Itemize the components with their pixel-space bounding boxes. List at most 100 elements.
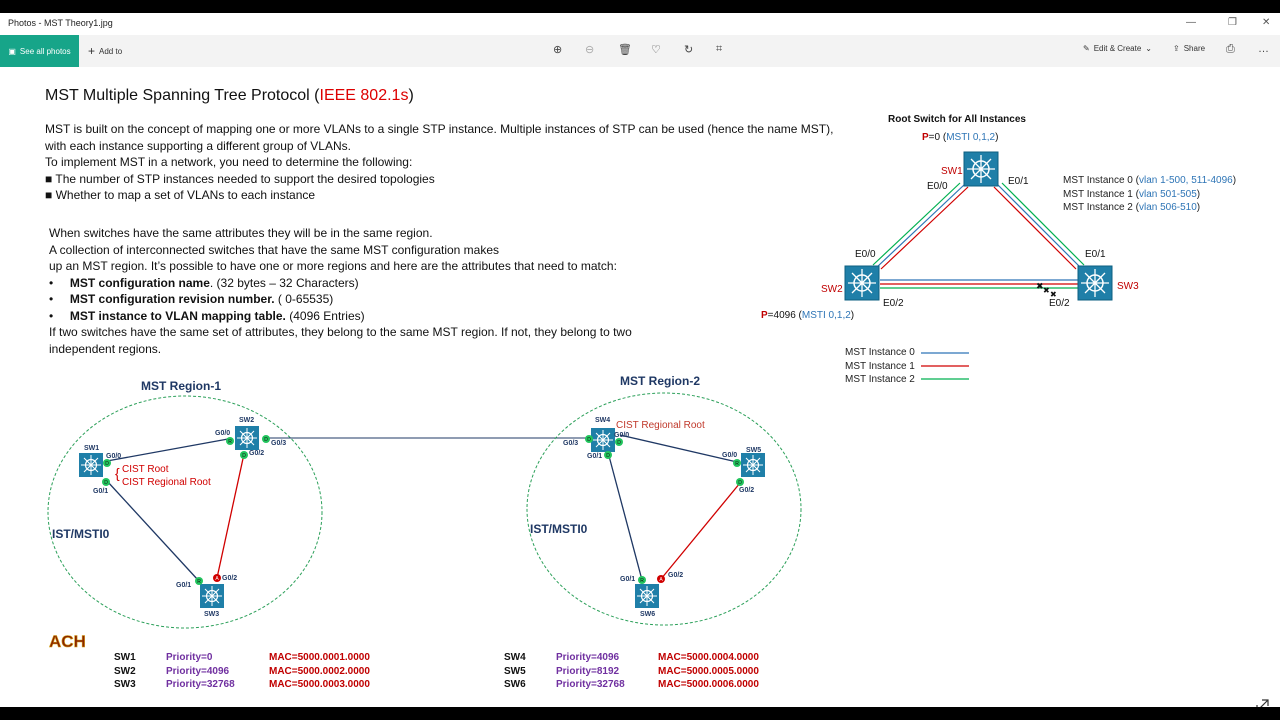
image-viewer: MST Multiple Spanning Tree Protocol (IEE…	[0, 67, 1280, 707]
r2-port-markers: D D D R D R A	[585, 435, 744, 584]
sw3-top-switch-icon	[1077, 265, 1113, 301]
link-r2-sw5-sw6	[660, 482, 741, 580]
see-all-photos-button[interactable]: ▣ See all photos	[0, 35, 79, 67]
svg-text:A: A	[215, 576, 219, 582]
r2-cist-regional-root: CIST Regional Root	[616, 420, 705, 431]
expand-icon[interactable]	[1256, 699, 1269, 707]
svg-text:G0/1: G0/1	[620, 576, 635, 583]
sw1-top-switch-icon	[963, 151, 999, 187]
r2-sw4-label: SW4	[595, 417, 610, 424]
zoom-in-icon[interactable]: ⊕	[553, 44, 563, 56]
photos-icon: ▣	[8, 46, 16, 56]
region-text: When switches have the same attributes t…	[49, 226, 632, 356]
minimize-icon[interactable]: —	[1186, 17, 1196, 28]
r1-sw3-icon	[199, 583, 225, 609]
edit-create-button[interactable]: ✎ Edit & Create ⌄	[1083, 44, 1152, 53]
edit-icon: ✎	[1083, 44, 1090, 53]
r1-sw1-label: SW1	[84, 445, 99, 452]
toolbar: ▣ See all photos + Add to ⊕ ⊖ 🗑 ♡ ↻ ⌗ ✎ …	[0, 35, 1280, 67]
ach-logo: ACH	[49, 632, 86, 651]
sw3-top-label: SW3	[1117, 281, 1139, 292]
title-bar: Photos - MST Theory1.jpg — ❐ ✕	[0, 13, 1280, 35]
port-sw2-e02: E0/2	[883, 298, 904, 309]
svg-text:G0/0: G0/0	[106, 453, 121, 460]
svg-text:G0/0: G0/0	[722, 452, 737, 459]
share-button[interactable]: ⇪ Share	[1173, 44, 1206, 53]
chevron-down-icon: ⌄	[1145, 44, 1152, 53]
intro-text: MST is built on the concept of mapping o…	[45, 122, 834, 202]
svg-text:G0/2: G0/2	[222, 575, 237, 582]
r2-sw5-label: SW5	[746, 447, 761, 454]
link-r1-sw2-sw3	[216, 453, 245, 579]
sw2-top-switch-icon	[844, 265, 880, 301]
link-sw1-sw3	[993, 182, 1085, 270]
topology-heading: Root Switch for All Instances	[888, 114, 1026, 125]
sw2-top-label: SW2	[821, 284, 843, 295]
delete-icon[interactable]: 🗑	[618, 44, 632, 56]
r2-sw6-label: SW6	[640, 611, 655, 618]
svg-text:G0/0: G0/0	[614, 432, 629, 439]
region-1-ist: IST/MSTI0	[52, 527, 110, 541]
r1-sw3-label: SW3	[204, 611, 219, 618]
svg-text:D: D	[104, 480, 108, 486]
svg-text:D: D	[606, 453, 610, 459]
diagram-canvas: Root Switch for All Instances P=0 (MSTI …	[47, 114, 1269, 707]
svg-text:G0/0: G0/0	[215, 430, 230, 437]
link-r2-sw4-sw5	[619, 434, 738, 463]
link-sw1-sw2	[872, 182, 969, 270]
root-priority-label: P=0 (MSTI 0,1,2)	[922, 132, 998, 143]
svg-text:R: R	[640, 578, 644, 584]
svg-text:G0/1: G0/1	[587, 453, 602, 460]
svg-text:G0/1: G0/1	[93, 488, 108, 495]
crop-icon[interactable]: ⌗	[716, 43, 723, 55]
r1-port-markers: D D R D D R A	[102, 435, 270, 585]
plus-icon: +	[88, 44, 96, 58]
link-sw2-sw3	[880, 279, 1078, 289]
svg-text:A: A	[659, 577, 663, 583]
blocked-port-icon-2: ✖	[1043, 286, 1050, 295]
svg-text:R: R	[735, 461, 739, 467]
cist-brace: {	[115, 465, 120, 481]
window-title: Photos - MST Theory1.jpg	[8, 18, 113, 28]
r2-sw4-icon	[590, 427, 616, 453]
svg-text:G0/2: G0/2	[249, 450, 264, 457]
port-sw1-e01: E0/1	[1008, 176, 1029, 187]
r1-cist-regional-root: CIST Regional Root	[122, 477, 211, 488]
svg-text:D: D	[264, 437, 268, 443]
favorite-icon[interactable]: ♡	[651, 44, 661, 56]
print-icon[interactable]: ⎙	[1226, 43, 1235, 55]
r2-sw6-icon	[634, 583, 660, 609]
more-icon[interactable]: …	[1258, 43, 1269, 55]
svg-text:D: D	[587, 437, 591, 443]
region-1-title: MST Region-1	[141, 379, 221, 393]
share-icon: ⇪	[1173, 44, 1180, 53]
r1-sw2-icon	[234, 425, 260, 451]
sw2-priority-label: P=4096 (MSTI 0,1,2)	[761, 310, 854, 321]
svg-text:D: D	[738, 480, 742, 486]
svg-text:D: D	[242, 453, 246, 459]
zoom-out-icon[interactable]: ⊖	[585, 44, 595, 56]
link-r1-sw1-sw3	[106, 480, 199, 581]
instance-mapping: MST Instance 0 (vlan 1-500, 511-4096) MS…	[1063, 175, 1237, 213]
region-2-ist: IST/MSTI0	[530, 522, 588, 536]
maximize-icon[interactable]: ❐	[1228, 17, 1237, 28]
close-icon[interactable]: ✕	[1262, 17, 1271, 28]
svg-text:D: D	[617, 440, 621, 446]
svg-text:G0/2: G0/2	[668, 572, 683, 579]
r2-sw5-icon	[740, 452, 766, 478]
svg-text:G0/3: G0/3	[271, 440, 286, 447]
blocked-port-icon: ✖	[1036, 281, 1044, 291]
add-to-button[interactable]: + Add to	[88, 44, 123, 58]
instance-legend: MST Instance 0 MST Instance 1 MST Instan…	[845, 347, 915, 385]
slide-title: MST Multiple Spanning Tree Protocol (IEE…	[45, 87, 414, 104]
port-sw3-e01: E0/1	[1085, 249, 1106, 260]
rotate-icon[interactable]: ↻	[684, 44, 694, 56]
port-sw3-e02: E0/2	[1049, 298, 1070, 309]
